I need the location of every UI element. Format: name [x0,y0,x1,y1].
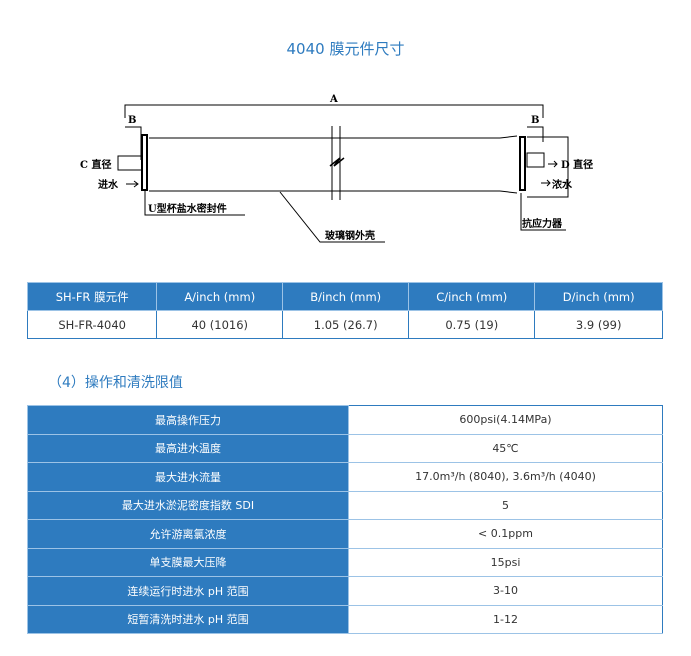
anti-telescoping-label: 抗应力器 [522,217,563,230]
concentrate-label: 浓水 [552,178,573,191]
section-title: （4）操作和清洗限值 [48,375,183,391]
feed-label: 进水 [98,178,119,191]
page-title: 4040 膜元件尺寸 [286,40,405,58]
limit-value: < 0.1ppm [348,519,663,549]
limit-name: 短暂清洗时进水 pH 范围 [27,604,349,634]
limit-name: 最高进水温度 [27,433,349,463]
dim-a-label: A [329,94,338,105]
limit-name: 单支膜最大压降 [27,547,349,577]
dim-b-right-label: B [531,115,539,126]
limit-value: 45℃ [348,433,663,463]
table-header-row: SH-FR 膜元件 A/inch (mm) B/inch (mm) C/inch… [26,282,663,311]
table-cell: 1.05 (26.7) [282,310,410,339]
limit-value: 3-10 [348,576,663,606]
dim-c-label: C 直径 [80,158,111,171]
limit-name: 最大进水流量 [27,462,349,492]
limit-name: 连续运行时进水 pH 范围 [27,576,349,606]
column-header: SH-FR 膜元件 [26,282,158,311]
limit-value: 17.0m³/h (8040), 3.6m³/h (4040) [348,462,663,492]
limit-name: 最高操作压力 [27,405,349,435]
seal-label: U型杯盐水密封件 [148,202,227,215]
column-header: D/inch (mm) [534,282,663,311]
table-row: SH-FR-4040 40 (1016) 1.05 (26.7) 0.75 (1… [26,310,663,339]
column-header: B/inch (mm) [282,282,410,311]
membrane-dimension-diagram: A B B C 直径 D 直径 进水 浓水 U型杯盐水密封件 玻璃钢外壳 抗应力… [80,94,593,243]
table-cell: 40 (1016) [156,310,284,339]
table-cell: SH-FR-4040 [26,310,158,339]
dim-d-label: D 直径 [561,158,593,171]
table-row: 允许游离氯浓度< 0.1ppm [27,519,663,549]
dimension-table: SH-FR 膜元件 A/inch (mm) B/inch (mm) C/inch… [26,282,663,339]
limit-name: 允许游离氯浓度 [27,519,349,549]
dim-b-left-label: B [128,115,136,126]
table-cell: 3.9 (99) [534,310,663,339]
table-cell: 0.75 (19) [408,310,536,339]
shell-label: 玻璃钢外壳 [325,229,375,242]
column-header: C/inch (mm) [408,282,536,311]
limit-value: 5 [348,490,663,520]
limit-value: 15psi [348,547,663,577]
limit-value: 600psi(4.14MPa) [348,405,663,435]
column-header: A/inch (mm) [156,282,284,311]
limit-name: 最大进水淤泥密度指数 SDI [27,490,349,520]
limit-value: 1-12 [348,604,663,634]
